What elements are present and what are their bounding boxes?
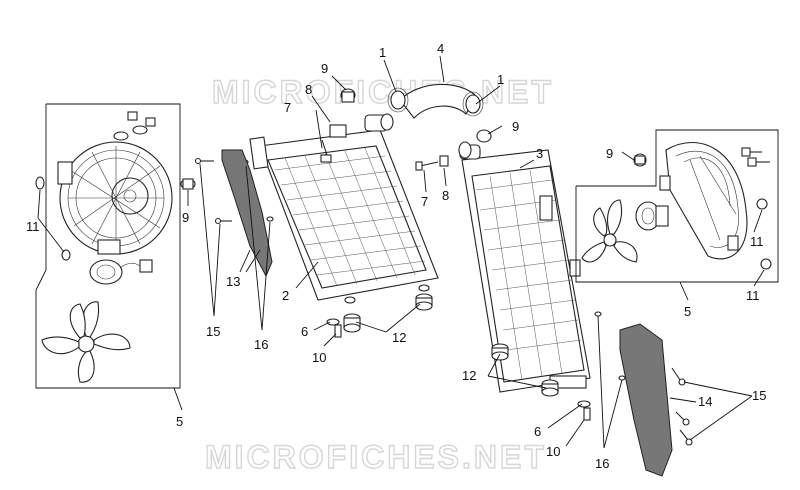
callout-2: 2: [282, 288, 289, 303]
callout-12b: 12: [462, 368, 476, 383]
callout-10a: 10: [312, 350, 326, 365]
callout-11a: 11: [26, 219, 40, 234]
leader-lines: [37, 55, 765, 449]
callout-3: 3: [536, 146, 543, 161]
right-box-bolts: [741, 147, 770, 167]
callout-9b: 9: [512, 119, 519, 134]
callout-7b: 7: [421, 194, 428, 209]
radiator-right-3: [458, 141, 591, 393]
callout-5b: 5: [684, 304, 691, 319]
rubber-9-middle: [476, 129, 492, 143]
right-grommets-11: [756, 198, 772, 270]
watermark-bottom: MICROFICHES.NET: [205, 439, 547, 475]
callout-11c: 11: [746, 288, 760, 303]
watermark-top: MICROFICHES.NET: [212, 74, 554, 110]
right-fan-blade: [581, 199, 638, 263]
right-fasteners-6-10: [577, 400, 591, 421]
bolt-7-radiator: [320, 139, 332, 163]
left-grommets: [35, 176, 71, 261]
left-fan-motor: [89, 259, 153, 285]
right-radiator-rubbers-12: [491, 343, 559, 397]
callout-11b: 11: [750, 234, 764, 249]
callout-4: 4: [437, 41, 444, 56]
callout-15a: 15: [206, 324, 220, 339]
callout-1b: 1: [497, 72, 504, 87]
right-deflector-14: [619, 323, 673, 477]
callout-6a: 6: [301, 324, 308, 339]
radiator-left-2: [249, 113, 439, 304]
callout-8b: 8: [442, 188, 449, 203]
rubber-9-top: [340, 88, 356, 103]
callout-10b: 10: [546, 444, 560, 459]
left-fan-blade: [41, 301, 131, 383]
callout-numbers: 1 1 4 9 8 7 9 3 9 7 8 2 13 11 9 15 16 6 …: [26, 41, 766, 471]
callout-8a: 8: [305, 82, 312, 97]
callout-5a: 5: [176, 414, 183, 429]
right-screws-15: [671, 367, 693, 446]
bolts-7-8-middle: [415, 155, 449, 171]
right-fan-assembly-box: [575, 129, 779, 283]
left-rubber-9: [180, 178, 196, 190]
callout-12a: 12: [392, 330, 406, 345]
callout-14: 14: [698, 394, 712, 409]
callout-1a: 1: [379, 45, 386, 60]
left-box-bolts: [113, 111, 156, 141]
callout-16b: 16: [595, 456, 609, 471]
left-screws: [194, 157, 274, 225]
callout-6b: 6: [534, 424, 541, 439]
right-fan-motor: [635, 201, 669, 231]
callout-15b: 15: [752, 388, 766, 403]
callout-16a: 16: [254, 337, 268, 352]
left-fan-shroud: [57, 141, 173, 255]
callout-9d: 9: [182, 210, 189, 225]
left-fan-assembly-box: [35, 103, 181, 389]
left-deflector-13: [221, 149, 273, 278]
callout-9a: 9: [321, 61, 328, 76]
right-fan-shroud: [659, 141, 748, 260]
left-radiator-fasteners: [326, 293, 433, 338]
hose-4-and-clamps: [387, 83, 484, 119]
callout-9c: 9: [606, 146, 613, 161]
callout-13: 13: [226, 274, 240, 289]
callout-7a: 7: [284, 100, 291, 115]
rubber-9-right: [633, 153, 647, 167]
